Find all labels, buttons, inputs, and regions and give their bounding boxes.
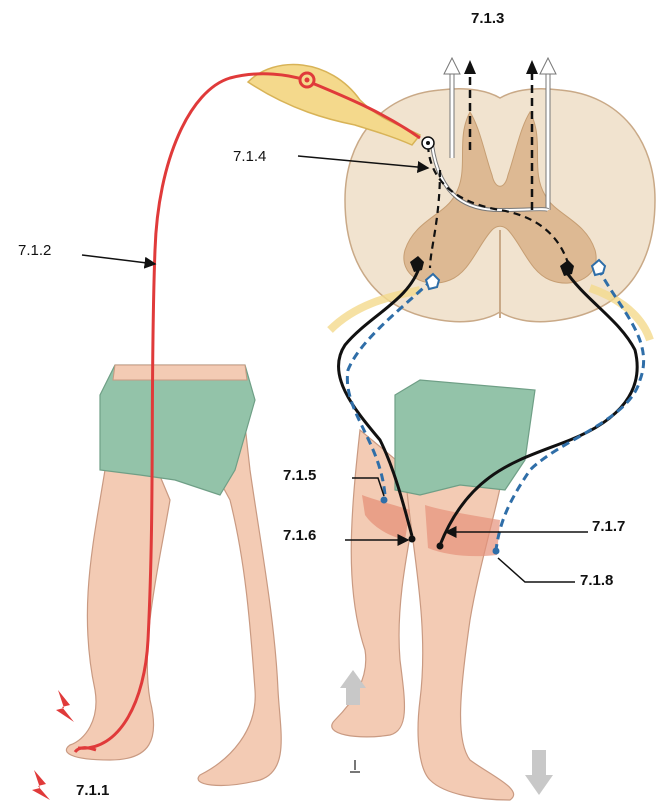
right-legs	[332, 380, 535, 800]
label-7-1-7: 7.1.7	[592, 518, 625, 535]
label-7-1-2: 7.1.2	[18, 242, 51, 259]
right-shorts	[395, 380, 535, 495]
label-7-1-6: 7.1.6	[283, 527, 316, 544]
down-arrow-icon	[525, 750, 553, 795]
label-7-1-5: 7.1.5	[283, 467, 316, 484]
left-leg	[66, 365, 281, 785]
label-7-1-3: 7.1.3	[471, 10, 504, 27]
stimulus-bolt-icon	[32, 690, 74, 800]
label-7-1-1: 7.1.1	[76, 782, 109, 799]
label-7-1-4: 7.1.4	[233, 148, 266, 165]
label-7-1-8: 7.1.8	[580, 572, 613, 589]
